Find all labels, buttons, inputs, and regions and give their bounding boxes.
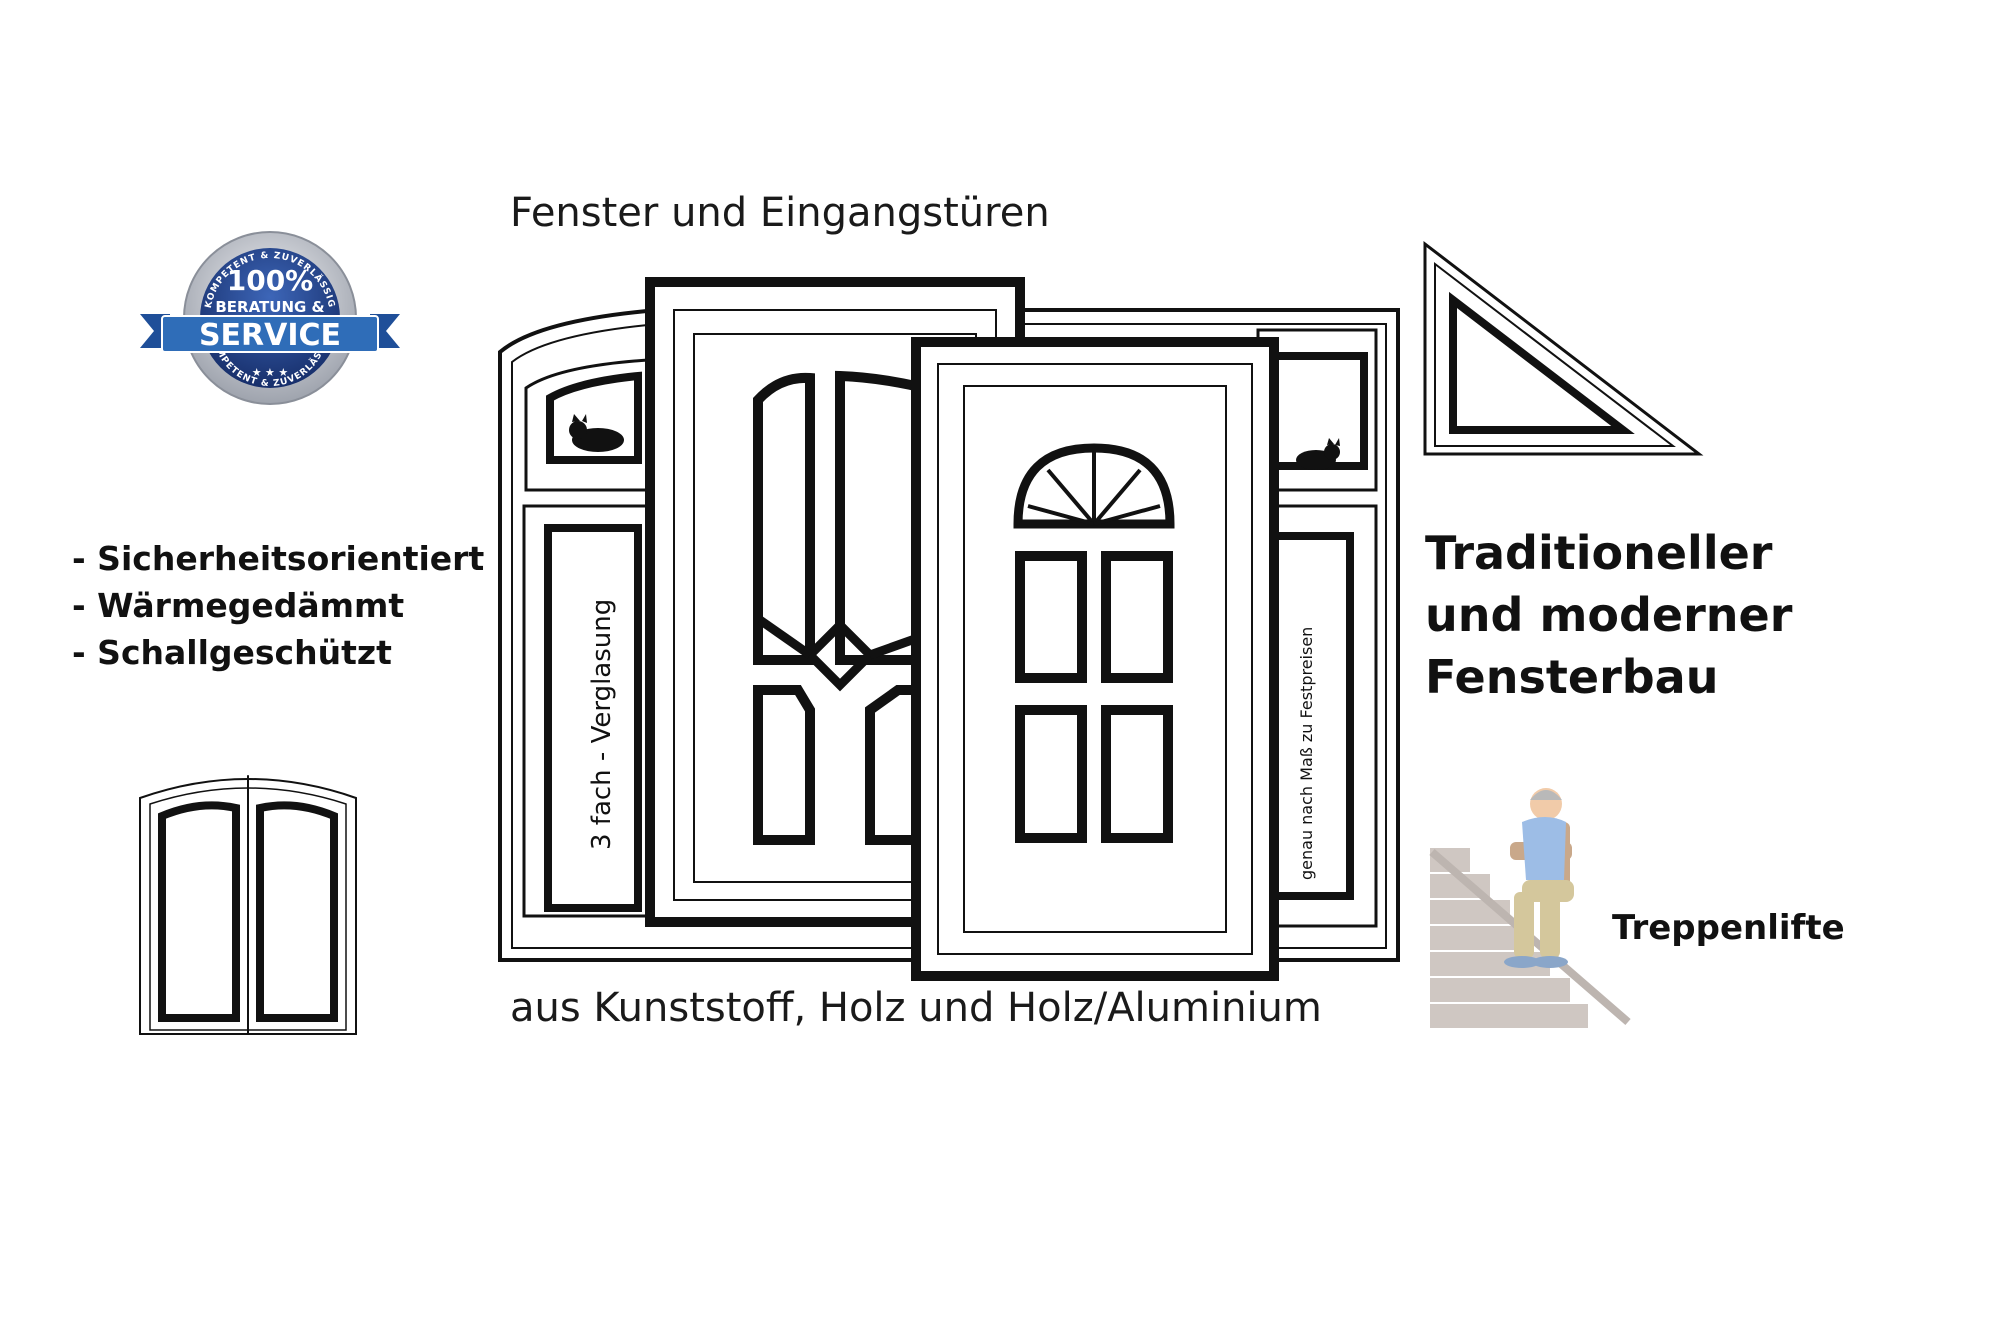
badge-percent: 100% [227,264,314,297]
cat-icon [1296,438,1340,470]
badge-ribbon [161,315,379,353]
price-label: genau nach Maß zu Festpreisen [1297,627,1316,880]
headline-line: Traditioneller [1425,526,1773,580]
feature-item: - Wärmegedämmt [72,586,405,625]
feature-item: - Schallgeschützt [72,633,392,672]
headline: Traditioneller und moderner Fensterbau [1425,522,1792,708]
star-icon: ★ ★ ★ [252,366,289,379]
top-heading: Fenster und Eingangstüren [510,190,1050,236]
headline-line: Fensterbau [1425,650,1719,704]
badge-line2: BERATUNG & [215,298,324,316]
triangle-window-illustration [1423,240,1704,456]
service-badge: KOMPETENT & ZUVERLÄSSIG KOMPETENT & ZUVE… [140,231,400,405]
feature-item: - Sicherheitsorientiert [72,539,485,578]
person-shirt [1522,817,1566,880]
front-door [911,337,1279,981]
stairlift-label: Treppenlifte [1612,908,1845,948]
windows-doors-illustration: 3 fach - Verglasung genau nach Maß zu Fe… [498,277,1400,981]
arched-window-illustration [139,775,357,1035]
headline-line: und moderner [1425,588,1793,642]
cat-icon [569,414,624,452]
stairlift-illustration [1429,788,1631,1028]
badge-ribbon-text: SERVICE [199,318,341,353]
material-heading: aus Kunststoff, Holz und Holz/Aluminium [510,985,1322,1031]
feature-list: - Sicherheitsorientiert - Wärmegedämmt -… [72,535,484,676]
glazing-label: 3 fach - Verglasung [587,599,617,850]
